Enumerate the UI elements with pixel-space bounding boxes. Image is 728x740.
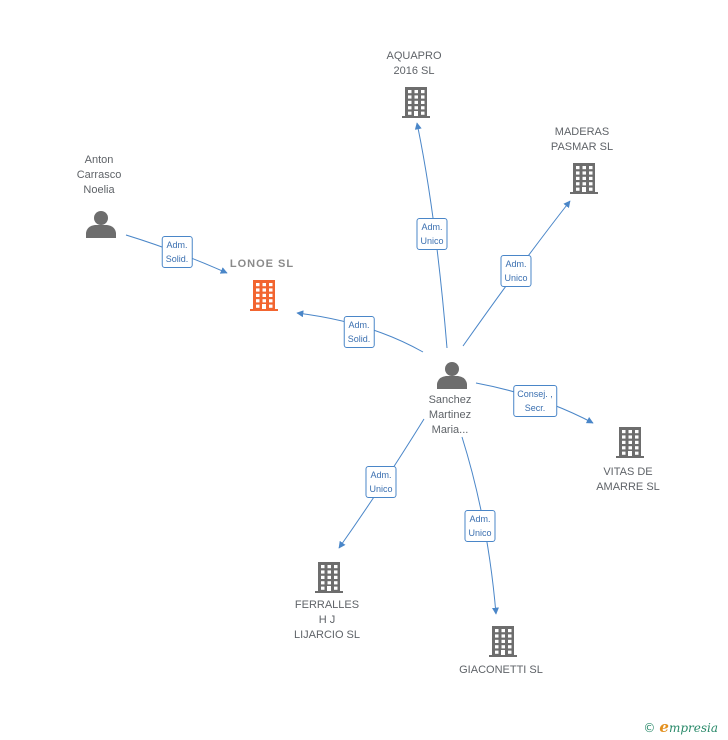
credit: ©empresia [643,718,718,736]
building-icon-vitas[interactable] [616,427,644,458]
person-icon-center[interactable] [437,362,467,389]
node-label-maderas[interactable]: MADERAS PASMAR SL [550,126,614,153]
node-label-ferralles[interactable]: FERRALLES H J LIJARCIO SL [293,599,361,641]
edge-label-center-maderas[interactable]: Adm. Unico [500,255,532,287]
node-label-lonoe[interactable]: LONOE SL [229,258,295,270]
building-icon-ferralles[interactable] [315,562,343,593]
edge-label-anton-lonoe[interactable]: Adm. Solid. [161,236,193,268]
node-label-vitas[interactable]: VITAS DE AMARRE SL [596,466,660,493]
brand-name: mpresia [668,721,718,735]
copyright-symbol: © [643,721,656,735]
brand-initial: e [659,718,669,736]
edge-label-center-lonoe[interactable]: Adm. Solid. [343,316,375,348]
node-label-aquapro[interactable]: AQUAPRO 2016 SL [386,50,442,77]
person-icon-anton[interactable] [86,211,116,238]
building-icon-giaconetti[interactable] [489,626,517,657]
edge-label-center-ferralles[interactable]: Adm. Unico [365,466,397,498]
node-label-center[interactable]: Sanchez Martinez Maria... [428,394,472,436]
node-label-giaconetti[interactable]: GIACONETTI SL [459,664,543,676]
edge-label-center-aquapro[interactable]: Adm. Unico [416,218,448,250]
building-icon-maderas[interactable] [570,163,598,194]
node-label-anton[interactable]: Anton Carrasco Noelia [76,154,122,196]
edge-label-center-vitas[interactable]: Consej. , Secr. [513,385,557,417]
edge-label-center-giaconetti[interactable]: Adm. Unico [464,510,496,542]
building-icon-lonoe[interactable] [250,280,278,311]
building-icon-aquapro[interactable] [402,87,430,118]
